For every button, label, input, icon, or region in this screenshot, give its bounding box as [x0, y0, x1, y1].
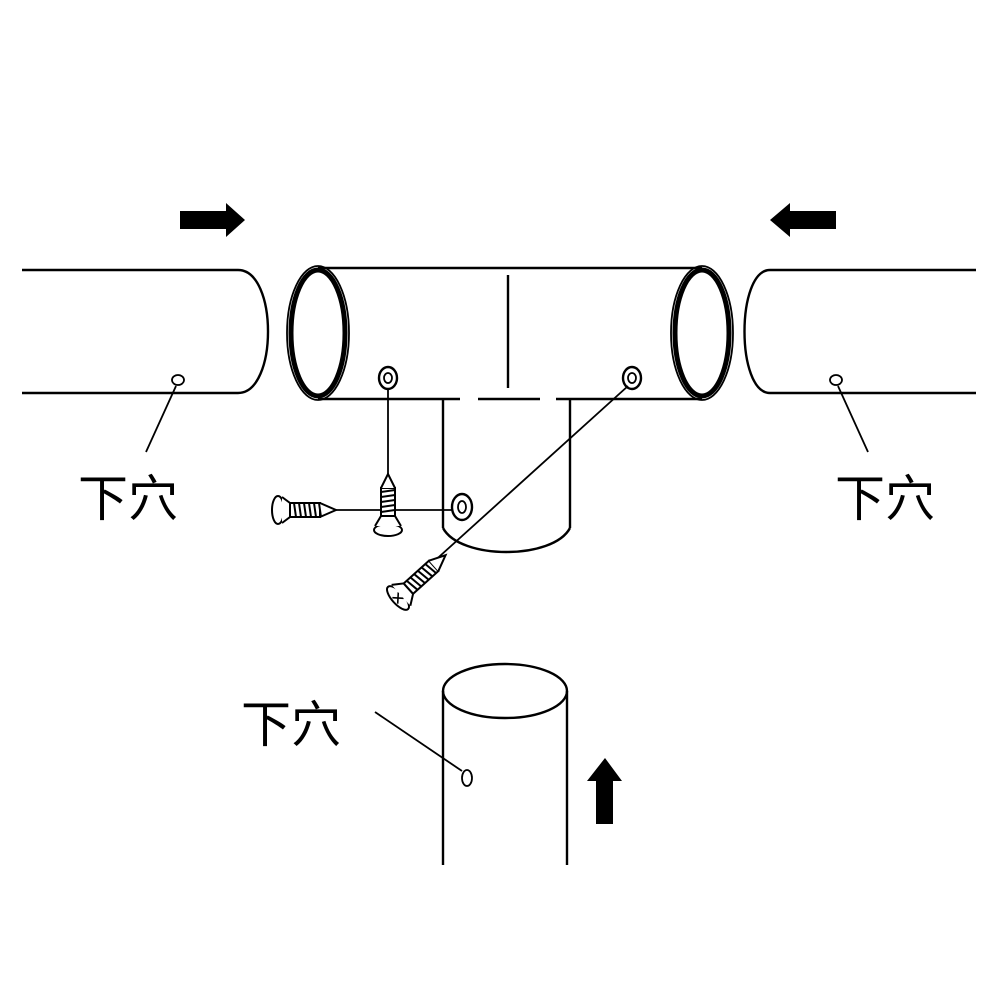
screw-icon — [386, 553, 448, 611]
right-pipe — [743, 268, 976, 453]
left-pipe-leader-line — [145, 385, 177, 453]
bottom-pipe-leader-line — [374, 711, 463, 772]
arrow-up-icon — [587, 758, 622, 824]
left-pipe-pilot-hole — [171, 374, 185, 386]
tee-fitting — [286, 265, 734, 554]
tee-left-opening — [288, 267, 348, 399]
tee-left-screw-hole — [377, 365, 399, 391]
right-pipe-pilot-hole — [829, 374, 843, 386]
screw-icon — [373, 471, 403, 537]
guide-line-diagonal-screw — [429, 385, 629, 566]
tee-right-screw-hole — [621, 365, 643, 391]
screw-icon — [271, 495, 339, 525]
left-pipe — [22, 268, 270, 453]
arrow-left-icon — [770, 203, 836, 237]
right-pipe-leader-line — [837, 385, 869, 453]
arrow-right-icon — [180, 203, 245, 237]
left-pipe-hole-label: 下穴 — [78, 470, 178, 528]
bottom-pipe-hole-label: 下穴 — [241, 696, 341, 754]
right-pipe-hole-label: 下穴 — [835, 470, 935, 528]
bottom-pipe-pilot-hole — [461, 769, 473, 787]
tee-right-opening — [672, 267, 732, 399]
tee-branch-screw-hole — [450, 492, 474, 522]
bottom-pipe — [374, 662, 569, 865]
